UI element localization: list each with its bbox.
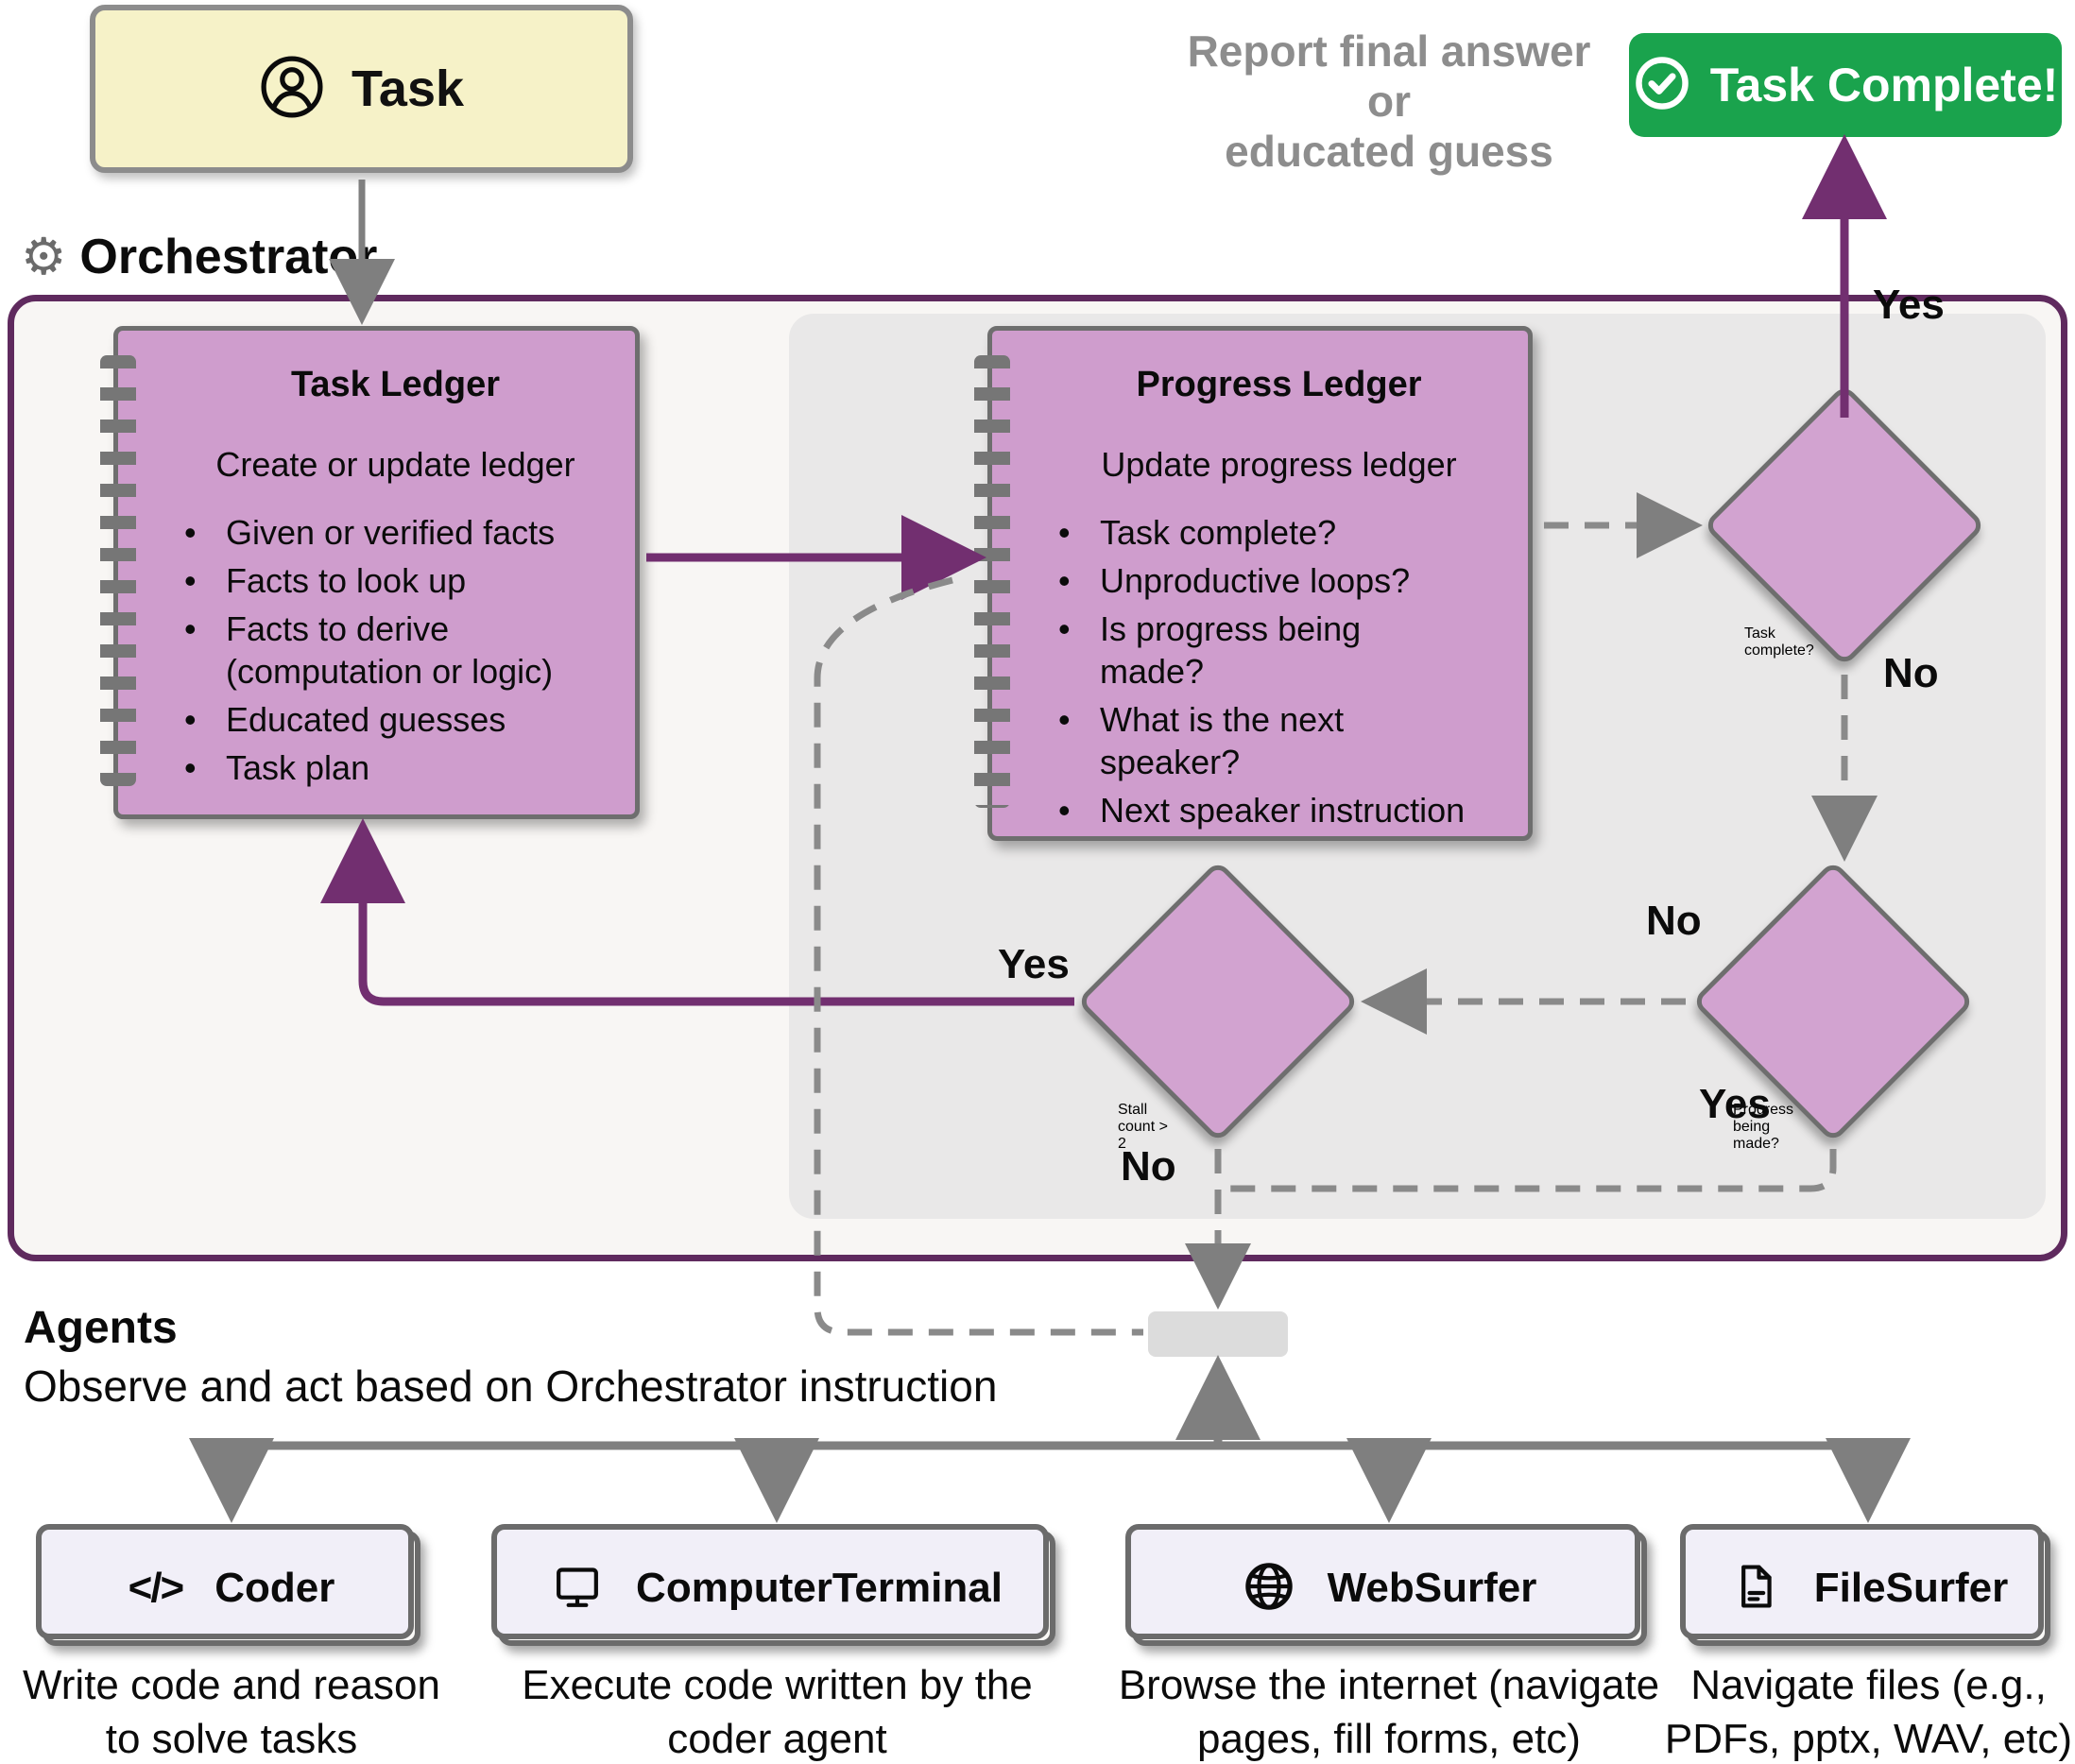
task-ledger-bullet-list: •Given or verified facts •Facts to look … xyxy=(184,511,607,789)
report-caption: Report final answer or educated guess xyxy=(1162,26,1616,177)
agents-section-title: Agents xyxy=(24,1303,178,1353)
agent-description-coder: Write code and reason to solve tasks xyxy=(23,1662,440,1763)
spiral-binding xyxy=(100,355,136,786)
decision-stall-count: Stall count > 2 xyxy=(1076,860,1360,1152)
task-input-box: Task xyxy=(90,5,633,173)
list-item: •Unproductive loops? xyxy=(1058,561,1411,600)
agent-dispatch-node xyxy=(1148,1311,1288,1357)
agent-card-coder: </> Coder xyxy=(36,1524,420,1646)
report-caption-line1: Report final answer or xyxy=(1187,26,1591,126)
report-caption-line2: educated guess xyxy=(1225,126,1553,176)
list-item: •Task complete? xyxy=(1058,513,1337,552)
spiral-binding xyxy=(974,355,1010,808)
progress-ledger-subtitle: Update progress ledger xyxy=(1101,445,1457,484)
agent-description-websurfer: Browse the internet (navigate pages, fil… xyxy=(1118,1662,1660,1763)
list-item: •Educated guesses xyxy=(184,700,506,739)
code-icon: </> xyxy=(128,1565,185,1611)
progress-ledger-title: Progress Ledger xyxy=(1136,365,1422,404)
branch-label-no-stall: No xyxy=(1121,1143,1176,1190)
check-circle-icon xyxy=(1633,54,1691,117)
user-icon xyxy=(259,54,325,125)
task-ledger-title: Task Ledger xyxy=(290,365,501,404)
file-icon xyxy=(1729,1560,1782,1618)
gear-icon: ⚙︎ xyxy=(21,229,67,285)
agent-name: WebSurfer xyxy=(1327,1565,1537,1611)
list-item: •What is the next speaker? xyxy=(1058,700,1345,781)
decision-task-complete: Task complete? xyxy=(1703,384,1986,667)
progress-ledger-card: Progress Ledger Update progress ledger •… xyxy=(974,326,1533,841)
list-item: •Given or verified facts xyxy=(184,513,556,552)
line-agents-trunk xyxy=(227,1441,1873,1508)
orchestrator-label: ⚙︎ Orchestrator xyxy=(21,229,377,285)
task-ledger-subtitle: Create or update ledger xyxy=(215,445,575,484)
task-complete-badge: Task Complete! xyxy=(1629,33,2062,137)
list-item: •Facts to derive (computation or logic) xyxy=(184,609,554,691)
decision-task-complete-text: Task complete? xyxy=(1744,625,1814,659)
agent-description-filesurfer: Navigate files (e.g., PDFs, pptx, WAV, e… xyxy=(1664,1662,2073,1763)
agent-name: FileSurfer xyxy=(1813,1565,2009,1611)
branch-label-no-task-complete: No xyxy=(1883,650,1939,696)
agents-section-subtitle: Observe and act based on Orchestrator in… xyxy=(24,1362,998,1411)
orchestrator-label-text: Orchestrator xyxy=(79,230,378,284)
agent-name: ComputerTerminal xyxy=(636,1565,1003,1611)
agent-name: Coder xyxy=(214,1565,335,1611)
branch-label-yes-task-complete: Yes xyxy=(1873,282,1945,328)
monitor-icon xyxy=(551,1560,604,1618)
list-item: •Facts to look up xyxy=(184,561,467,600)
decision-progress-text: Progress being made? xyxy=(1733,1102,1794,1152)
globe-icon xyxy=(1243,1560,1295,1618)
task-ledger-card: Task Ledger Create or update ledger •Giv… xyxy=(100,326,640,819)
branch-label-yes-progress: Yes xyxy=(1699,1081,1771,1127)
agent-card-filesurfer: FileSurfer xyxy=(1680,1524,2050,1646)
list-item: •Is progress being made? xyxy=(1058,609,1362,691)
decision-progress-being-made: Progress being made? xyxy=(1691,860,1975,1152)
list-item: •Task plan xyxy=(184,748,370,787)
branch-label-no-progress: No xyxy=(1646,898,1702,944)
task-complete-label: Task Complete! xyxy=(1709,59,2059,111)
task-box-label: Task xyxy=(351,60,465,117)
agent-card-computerterminal: ComputerTerminal xyxy=(491,1524,1055,1646)
diamond-shape xyxy=(1076,860,1360,1143)
agent-card-websurfer: WebSurfer xyxy=(1125,1524,1647,1646)
diamond-shape xyxy=(1703,384,1986,667)
branch-label-yes-stall: Yes xyxy=(998,941,1070,987)
list-item: •Next speaker instruction xyxy=(1058,791,1466,830)
progress-ledger-bullet-list: •Task complete? •Unproductive loops? •Is… xyxy=(1058,511,1500,831)
agent-description-computerterminal: Execute code written by the coder agent xyxy=(522,1662,1033,1763)
